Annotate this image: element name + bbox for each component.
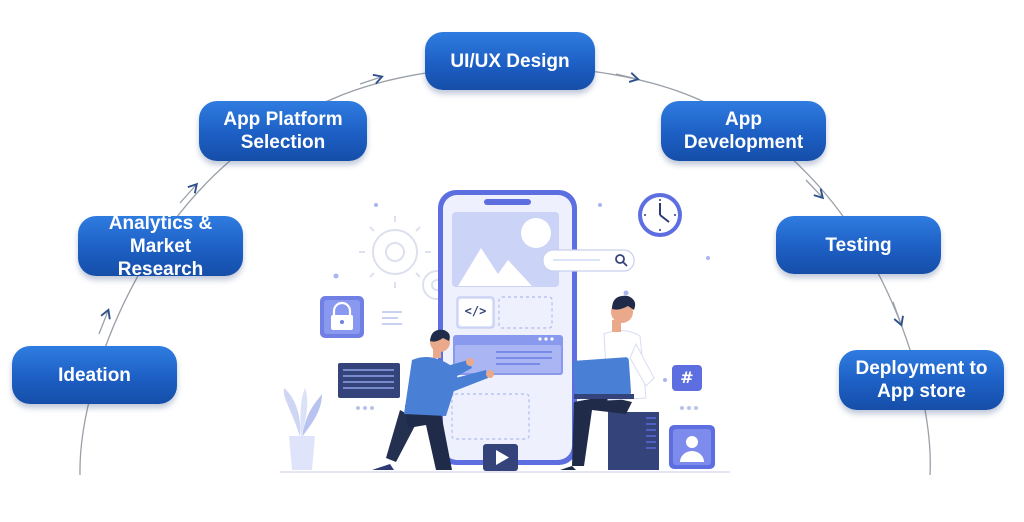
- code-panel: [338, 363, 400, 410]
- stage-deployment-to-app-store: Deployment to App store: [839, 350, 1004, 410]
- user-icon: [669, 425, 715, 469]
- hash-badge-dots: [680, 406, 698, 410]
- play-icon: [483, 444, 518, 471]
- arc-arrow-4: [615, 72, 640, 83]
- search-bar: [542, 249, 635, 272]
- code-tag-label: </>: [464, 304, 487, 318]
- lock-card-lines: [382, 311, 402, 325]
- phone-mockup: [438, 190, 577, 465]
- clock-icon: [638, 193, 682, 237]
- lock-icon: [320, 296, 364, 338]
- arc-arrow-5: [805, 179, 825, 200]
- hash-icon: [672, 365, 702, 391]
- code-tag-icon: [459, 299, 492, 326]
- seated-person: [560, 295, 659, 470]
- stage-app-platform-selection: App Platform Selection: [199, 101, 367, 161]
- stage-testing: Testing: [776, 216, 941, 274]
- arc-arrow-6: [892, 301, 904, 327]
- gear-icon: [359, 216, 452, 300]
- kneeling-person: [372, 329, 494, 470]
- stage-ui-ux-design: UI/UX Design: [425, 32, 595, 90]
- stage-analytics-market-research: Analytics & Market Research: [78, 213, 243, 280]
- arc-arrow-2: [179, 182, 199, 204]
- hash-label: #: [680, 368, 694, 387]
- search-icon: [615, 254, 628, 267]
- stage-app-development: App Development: [661, 101, 826, 161]
- arc-arrow-1: [98, 308, 111, 335]
- arc-arrow-3: [359, 73, 384, 85]
- plant-icon: [283, 388, 322, 470]
- stage-ideation: Ideation: [12, 346, 177, 404]
